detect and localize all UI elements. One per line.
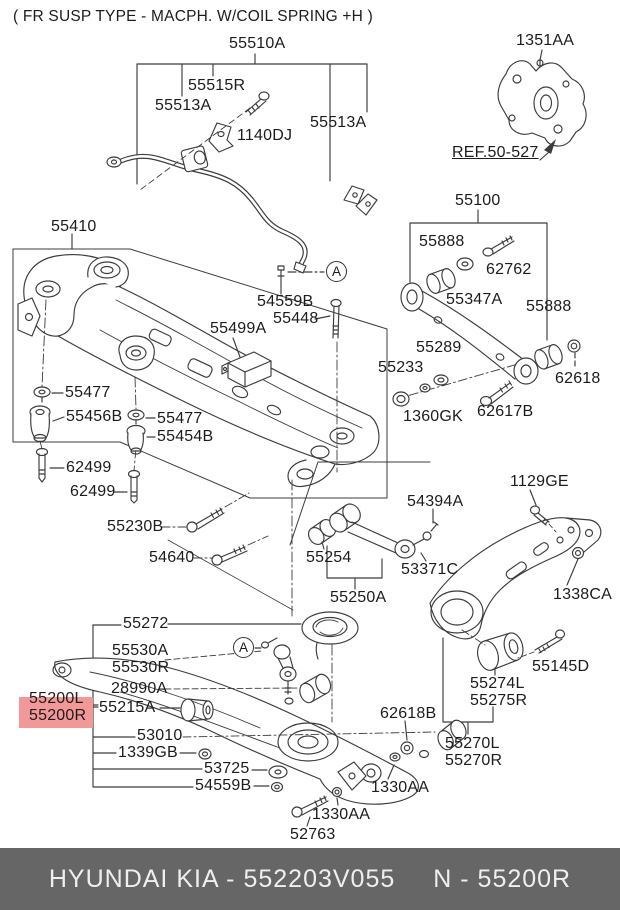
assist-link-group — [289, 461, 439, 590]
part-label-55233[interactable]: 55233 — [378, 359, 424, 376]
part-label-62499-upper[interactable]: 62499 — [66, 459, 112, 476]
part-label-55250a[interactable]: 55250A — [330, 589, 387, 606]
part-label-62762[interactable]: 62762 — [486, 261, 532, 278]
part-label-54559b-lower[interactable]: 54559B — [195, 777, 252, 794]
part-label-55888-lower[interactable]: 55888 — [526, 298, 572, 315]
part-label-54394a[interactable]: 54394A — [407, 493, 464, 510]
part-label-55454b[interactable]: 55454B — [157, 428, 214, 445]
part-label-1129ge[interactable]: 1129GE — [510, 473, 569, 490]
part-label-55275r[interactable]: 55275R — [470, 692, 528, 709]
footer-part-number: N - 55200R — [433, 864, 572, 893]
part-label-62499-lower[interactable]: 62499 — [70, 483, 116, 500]
part-label-62618[interactable]: 62618 — [555, 370, 601, 387]
bracket-55100 — [409, 209, 548, 341]
stabilizer-bar — [106, 153, 308, 274]
part-label-1338ca[interactable]: 1338CA — [553, 586, 613, 603]
part-label-55272[interactable]: 55272 — [123, 615, 169, 632]
part-label-55477-mid[interactable]: 55477 — [157, 410, 203, 427]
lower-arm — [52, 657, 467, 827]
part-label-55347a[interactable]: 55347A — [446, 291, 503, 308]
part-label-55274l[interactable]: 55274L — [470, 675, 525, 692]
part-label-55513a-left[interactable]: 55513A — [155, 97, 212, 114]
part-label-53010[interactable]: 53010 — [137, 727, 183, 744]
box-55410 — [12, 233, 388, 499]
footer-part-code: HYUNDAI KIA - 552203V055 — [48, 864, 396, 893]
part-label-1330aa-lower[interactable]: 1330AA — [312, 806, 371, 823]
part-label-52763[interactable]: 52763 — [290, 826, 336, 843]
part-label-55230b[interactable]: 55230B — [107, 518, 164, 535]
view-marker-a-2: A — [233, 637, 254, 658]
part-label-55254[interactable]: 55254 — [306, 549, 352, 566]
part-label-28990a[interactable]: 28990A — [111, 680, 168, 697]
bracket-55510a — [136, 53, 368, 185]
part-label-54640[interactable]: 54640 — [149, 549, 195, 566]
subframe-mount-hardware — [29, 299, 294, 611]
assist-arm-55100 — [392, 235, 581, 407]
part-label-55499a[interactable]: 55499A — [210, 320, 267, 337]
part-label-55515r[interactable]: 55515R — [188, 77, 246, 94]
part-label-1360gk[interactable]: 1360GK — [403, 408, 463, 425]
part-label-55410[interactable]: 55410 — [51, 218, 97, 235]
coil-spring-seat — [167, 479, 359, 723]
part-label-55477-left[interactable]: 55477 — [65, 384, 111, 401]
part-label-62617b[interactable]: 62617B — [477, 403, 534, 420]
subframe-55410 — [17, 254, 380, 488]
part-label-55270l[interactable]: 55270L — [445, 735, 500, 752]
view-marker-a-1: A — [326, 261, 347, 282]
part-label-55215a[interactable]: 55215A — [99, 699, 156, 716]
part-label-1140dj[interactable]: 1140DJ — [237, 127, 293, 144]
trailing-arm-group — [429, 489, 602, 735]
part-label-55456b[interactable]: 55456B — [66, 408, 123, 425]
part-label-55448[interactable]: 55448 — [273, 310, 319, 327]
part-label-53725[interactable]: 53725 — [204, 760, 250, 777]
highlight-box-55200r — [19, 697, 93, 728]
stabilizer-bushing-parts — [139, 91, 378, 216]
part-label-55530a[interactable]: 55530A — [112, 642, 169, 659]
part-label-55200l[interactable]: 55200L — [29, 690, 84, 707]
stab-pin-and-axis — [277, 265, 325, 295]
part-label-55270r[interactable]: 55270R — [445, 752, 503, 769]
part-label-54559b-upper[interactable]: 54559B — [257, 293, 314, 310]
part-label-55513a-right[interactable]: 55513A — [310, 114, 367, 131]
part-label-62618b[interactable]: 62618B — [380, 705, 437, 722]
part-label-55530r[interactable]: 55530R — [112, 659, 170, 676]
knuckle — [497, 49, 587, 161]
part-label-ref-50-527[interactable]: REF.50-527 — [452, 144, 539, 161]
part-label-1351aa[interactable]: 1351AA — [516, 32, 575, 49]
part-label-55510a[interactable]: 55510A — [229, 35, 286, 52]
diagram-title: ( FR SUSP TYPE - MACPH. W/COIL SPRING +H… — [13, 8, 373, 25]
part-label-55100[interactable]: 55100 — [455, 192, 501, 209]
part-label-1330aa-right[interactable]: 1330AA — [371, 779, 430, 796]
footer-bar: HYUNDAI KIA - 552203V055 N - 55200R — [0, 848, 620, 910]
part-label-1339gb[interactable]: 1339GB — [118, 744, 178, 761]
part-label-55145d[interactable]: 55145D — [532, 658, 590, 675]
part-label-55888-upper[interactable]: 55888 — [419, 233, 465, 250]
part-label-55200r[interactable]: 55200R — [29, 707, 87, 724]
part-label-55289[interactable]: 55289 — [416, 339, 462, 356]
part-label-53371c[interactable]: 53371C — [401, 561, 459, 578]
